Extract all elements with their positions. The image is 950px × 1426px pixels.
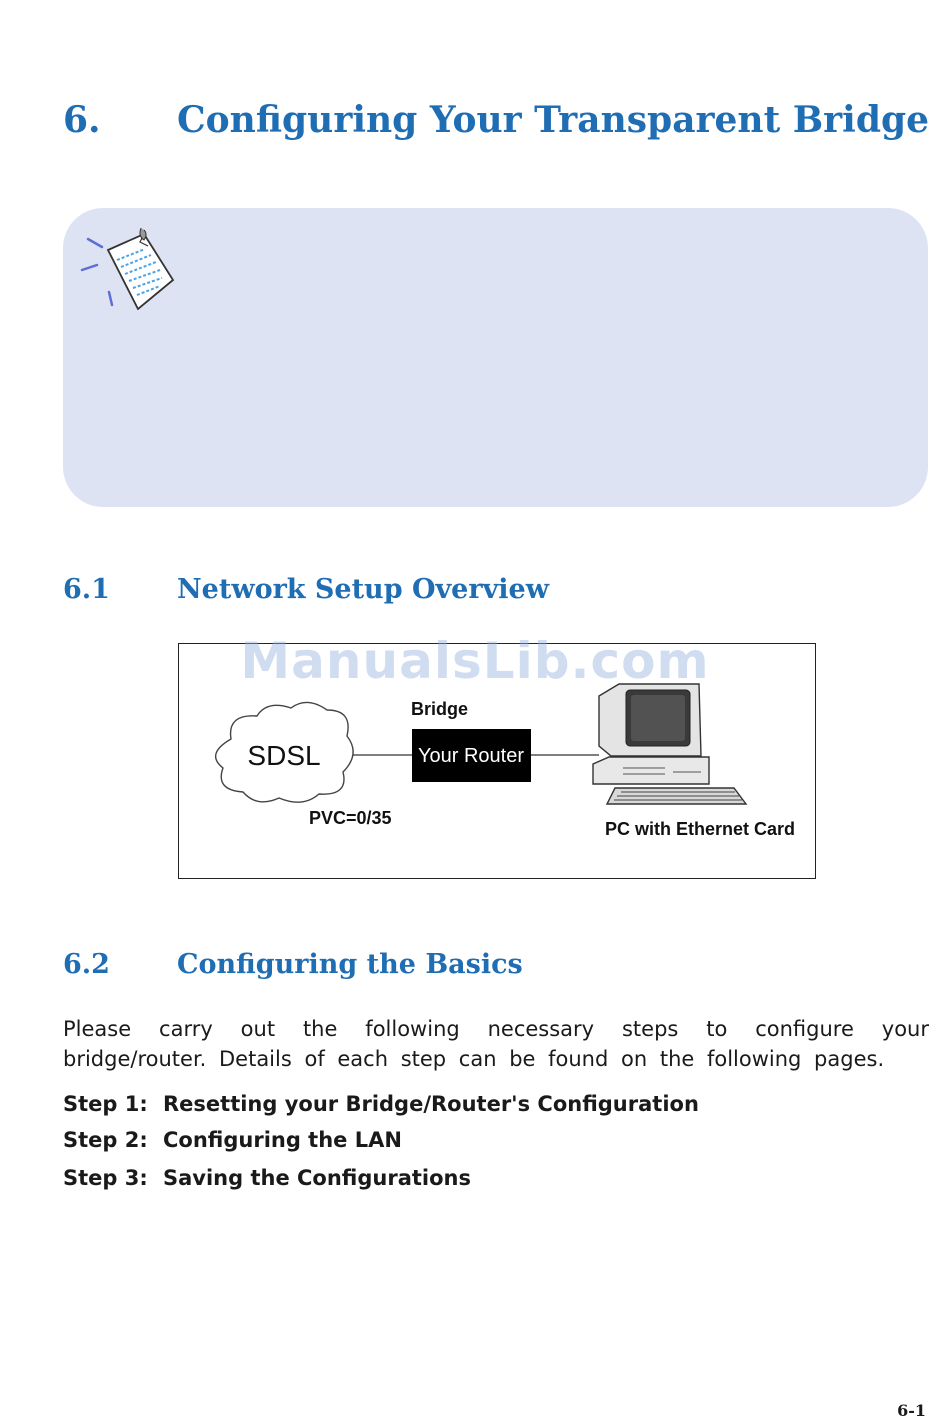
sdsl-cloud-icon <box>214 701 354 803</box>
step-text: Configuring the LAN <box>163 1128 402 1152</box>
section-title: Network Setup Overview <box>177 574 549 605</box>
chapter-number: 6. <box>63 99 101 141</box>
section-heading-6-2: 6.2 Configuring the Basics <box>63 948 763 982</box>
pc-label: PC with Ethernet Card <box>605 819 795 839</box>
step-label: Step 3: <box>63 1166 148 1190</box>
network-diagram-svg: SDSL PVC=0/35 Bridge Your Router <box>214 683 795 839</box>
section-title: Configuring the Basics <box>177 949 523 980</box>
intro-paragraph: Please carry out the following necessary… <box>63 1017 929 1071</box>
pvc-label: PVC=0/35 <box>309 808 392 828</box>
section-number: 6.1 <box>63 574 110 605</box>
network-diagram: SDSL PVC=0/35 Bridge Your Router <box>178 643 816 879</box>
step-item: Step 2: Configuring the LAN <box>63 1126 402 1154</box>
step-item: Step 3: Saving the Configurations <box>63 1164 471 1192</box>
cloud-label: SDSL <box>247 740 320 771</box>
note-paper-icon <box>80 227 175 311</box>
page-number: 6-1 <box>897 1401 926 1420</box>
step-item: Step 1: Resetting your Bridge/Router's Co… <box>63 1090 699 1118</box>
router-box <box>412 729 531 782</box>
step-text: Resetting your Bridge/Router's Configura… <box>163 1092 699 1116</box>
chapter-title: Configuring Your Transparent Bridge <box>177 99 930 141</box>
bridge-label: Bridge <box>411 699 468 719</box>
step-label: Step 2: <box>63 1128 148 1152</box>
pc-icon <box>592 683 748 805</box>
step-text: Saving the Configurations <box>163 1166 471 1190</box>
router-label: Your Router <box>418 745 524 767</box>
step-label: Step 1: <box>63 1092 148 1116</box>
section-heading-6-1: 6.1 Network Setup Overview <box>63 573 763 607</box>
note-box <box>63 208 928 507</box>
section-number: 6.2 <box>63 949 110 980</box>
